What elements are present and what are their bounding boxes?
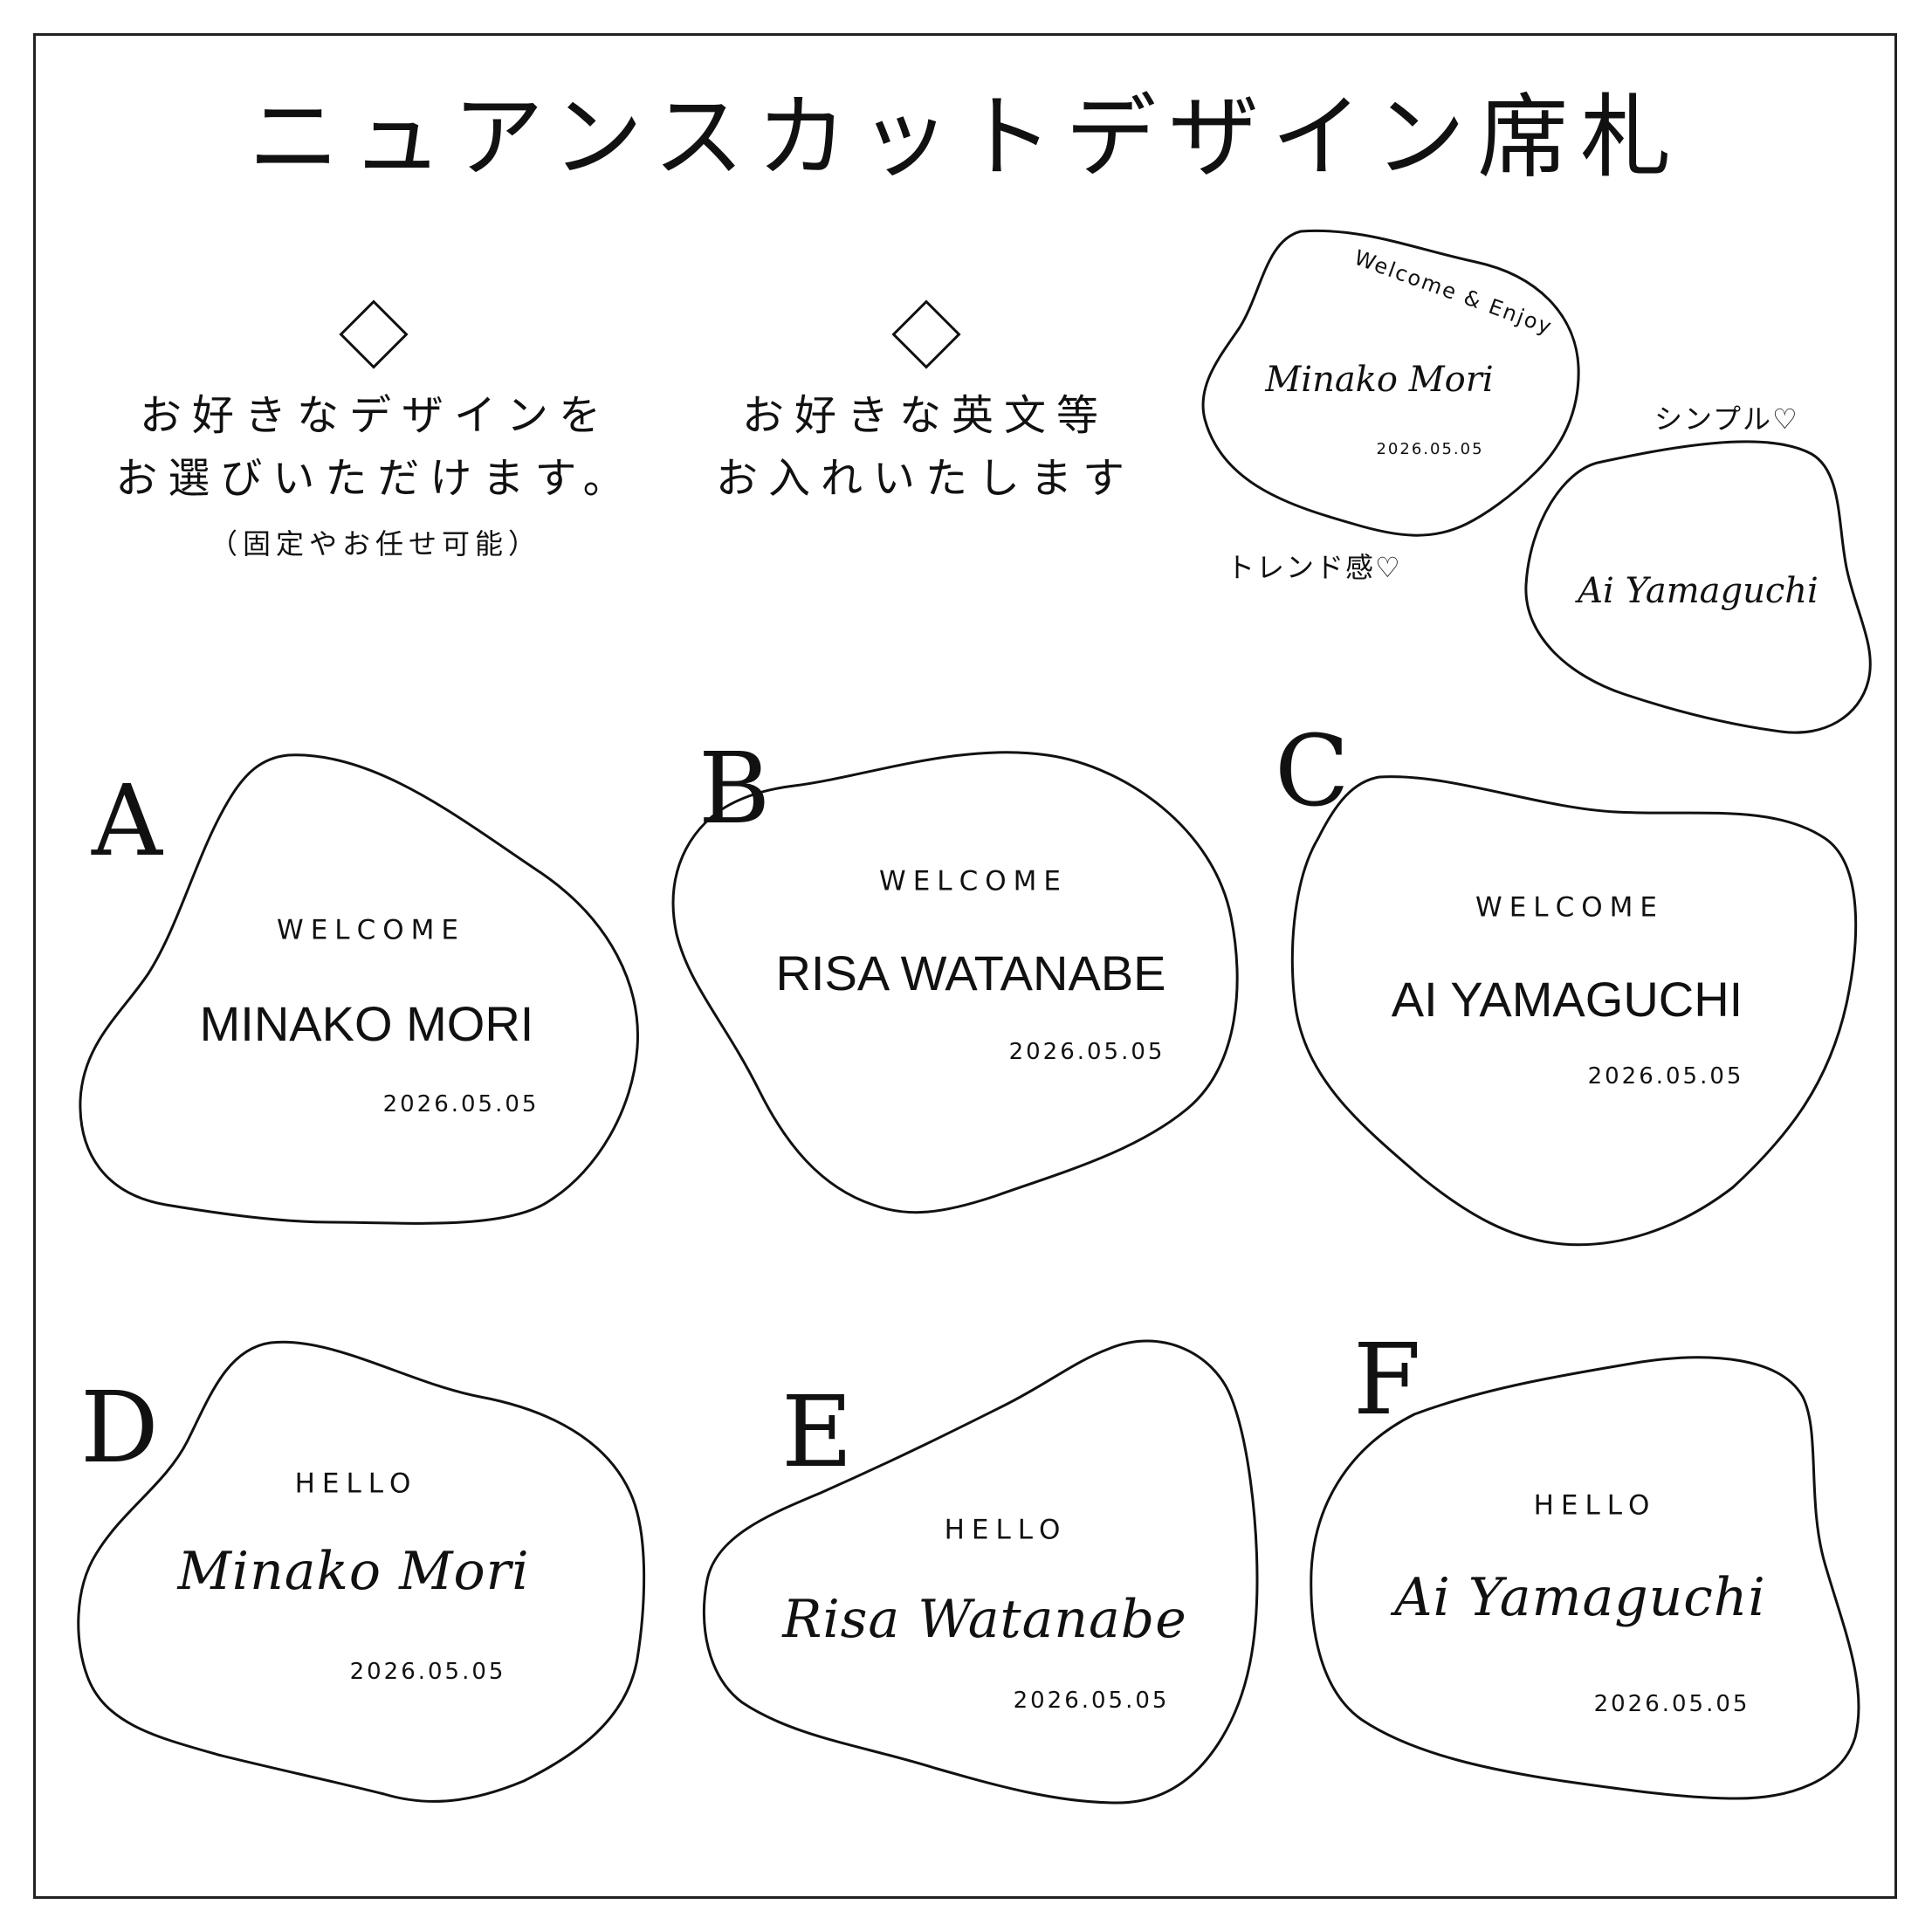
card-a-date: 2026.05.05 — [382, 1091, 540, 1117]
card-d-greeting: HELLO — [294, 1468, 418, 1500]
intro-text-line1: お好きな英文等 — [741, 391, 1109, 440]
card-a-shape — [79, 753, 639, 1225]
sample-trend-date: 2026.05.05 — [1376, 440, 1484, 458]
sample-simple-shape — [1524, 440, 1872, 734]
intro-design: お好きなデザインを お選びいただけます。 — [70, 384, 681, 510]
card-f-date: 2026.05.05 — [1593, 1691, 1750, 1717]
card-e-shape — [702, 1339, 1259, 1805]
card-f-greeting: HELLO — [1533, 1489, 1657, 1522]
intro-design-note: （固定やお任せ可能） — [209, 527, 541, 560]
card-a-greeting: WELCOME — [277, 914, 465, 946]
intro-text: お好きな英文等 お入れいたします — [663, 384, 1187, 510]
card-f-name: Ai Yamaguchi — [1394, 1567, 1766, 1628]
card-e-greeting: HELLO — [944, 1514, 1068, 1546]
card-letter-e: E — [781, 1376, 853, 1489]
intro-text-line2: お入れいたします — [715, 454, 1135, 503]
card-d-shape — [77, 1340, 646, 1803]
trend-label: トレンド感♡ — [1227, 551, 1402, 584]
intro-design-line2: お選びいただけます。 — [115, 454, 636, 503]
card-a-name: MINAKO MORI — [199, 996, 534, 1051]
card-c-shape — [1290, 775, 1858, 1247]
card-f-shape — [1310, 1356, 1860, 1800]
card-e-name: Risa Watanabe — [782, 1589, 1187, 1650]
card-e-date: 2026.05.05 — [1013, 1688, 1170, 1714]
sample-simple-name: Ai Yamaguchi — [1578, 571, 1819, 611]
card-c-date: 2026.05.05 — [1587, 1063, 1744, 1090]
card-d-name: Minako Mori — [177, 1541, 530, 1602]
card-b-shape — [671, 751, 1239, 1214]
outer-frame — [33, 33, 1897, 1899]
card-d-date: 2026.05.05 — [349, 1659, 506, 1685]
page-title: ニュアンスカットデザイン席札 — [248, 84, 1684, 190]
card-b-greeting: WELCOME — [879, 865, 1068, 897]
sample-trend-shape — [1201, 229, 1580, 537]
card-letter-f: F — [1353, 1324, 1421, 1437]
intro-design-line1: お好きなデザインを — [139, 391, 611, 440]
card-c-greeting: WELCOME — [1475, 891, 1664, 924]
card-letter-b: B — [698, 732, 771, 846]
card-b-name: RISA WATANABE — [775, 945, 1166, 1000]
card-letter-d: D — [80, 1372, 159, 1485]
sample-trend-name: Minako Mori — [1265, 360, 1494, 400]
card-c-name: AI YAMAGUCHI — [1391, 972, 1743, 1027]
card-b-date: 2026.05.05 — [1008, 1039, 1165, 1065]
simple-label: シンプル♡ — [1654, 402, 1799, 436]
card-letter-a: A — [92, 765, 162, 878]
